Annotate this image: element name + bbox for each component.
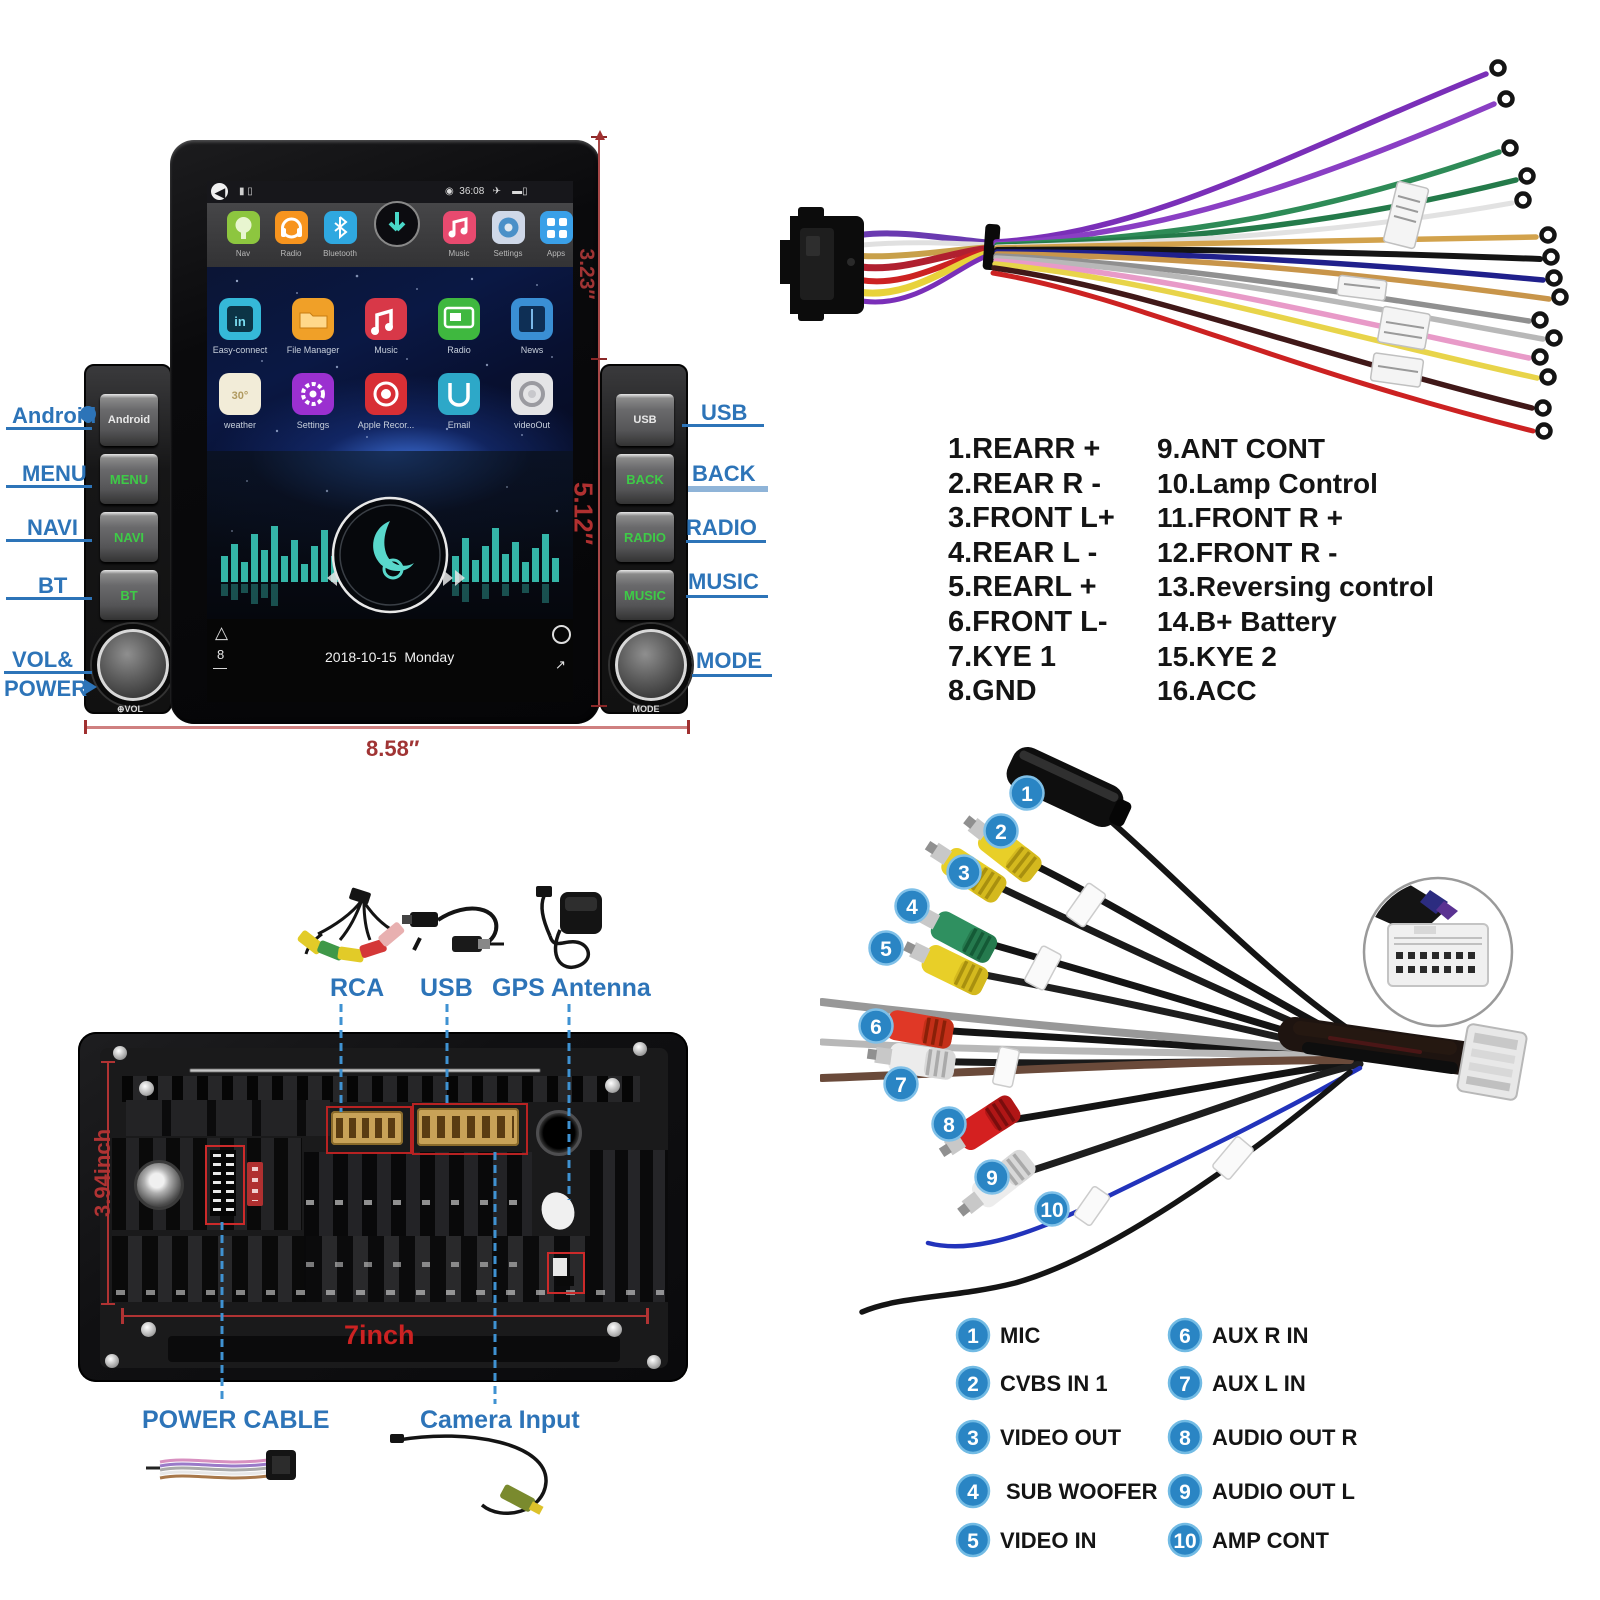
svg-text:News: News <box>521 345 544 355</box>
svg-text:Bluetooth: Bluetooth <box>323 249 357 258</box>
svg-text:9: 9 <box>986 1167 998 1190</box>
svg-text:MIC: MIC <box>1000 1323 1040 1348</box>
svg-text:AMP CONT: AMP CONT <box>1212 1528 1329 1553</box>
svg-text:Easy-connect: Easy-connect <box>213 345 268 355</box>
svg-text:6: 6 <box>870 1016 882 1039</box>
svg-text:SUB WOOFER: SUB WOOFER <box>1006 1479 1158 1504</box>
svg-text:1: 1 <box>967 1325 979 1348</box>
svg-text:7: 7 <box>895 1074 907 1097</box>
svg-text:2: 2 <box>967 1373 979 1396</box>
svg-text:4: 4 <box>906 896 918 919</box>
svg-text:AUX R IN: AUX R IN <box>1212 1323 1309 1348</box>
svg-text:7: 7 <box>1179 1373 1191 1396</box>
svg-text:4: 4 <box>967 1481 979 1504</box>
svg-text:File Manager: File Manager <box>287 345 340 355</box>
svg-text:30°: 30° <box>232 390 249 402</box>
svg-text:Settings: Settings <box>297 420 330 430</box>
svg-text:in: in <box>234 314 246 329</box>
svg-text:AUDIO OUT R: AUDIO OUT R <box>1212 1425 1358 1450</box>
svg-text:CVBS IN 1: CVBS IN 1 <box>1000 1371 1108 1396</box>
svg-text:Radio: Radio <box>447 345 471 355</box>
svg-text:9: 9 <box>1179 1481 1191 1504</box>
svg-text:Radio: Radio <box>281 249 302 258</box>
svg-text:6: 6 <box>1179 1325 1191 1348</box>
svg-text:3: 3 <box>958 862 970 885</box>
svg-text:weather: weather <box>223 420 256 430</box>
svg-text:AUDIO OUT L: AUDIO OUT L <box>1212 1479 1355 1504</box>
svg-text:8: 8 <box>1179 1427 1191 1450</box>
svg-text:10: 10 <box>1040 1199 1063 1222</box>
svg-text:AUX L IN: AUX L IN <box>1212 1371 1306 1396</box>
svg-text:5: 5 <box>880 938 892 961</box>
svg-text:2: 2 <box>995 821 1007 844</box>
svg-text:8: 8 <box>943 1114 955 1137</box>
svg-text:VIDEO OUT: VIDEO OUT <box>1000 1425 1122 1450</box>
svg-text:3: 3 <box>967 1427 979 1450</box>
svg-text:videoOut: videoOut <box>514 420 551 430</box>
svg-text:Settings: Settings <box>494 249 523 258</box>
svg-text:Music: Music <box>449 249 470 258</box>
svg-text:10: 10 <box>1173 1530 1196 1553</box>
svg-text:Apple Recor...: Apple Recor... <box>358 420 415 430</box>
svg-text:1: 1 <box>1021 783 1033 806</box>
svg-text:VIDEO IN: VIDEO IN <box>1000 1528 1097 1553</box>
svg-text:Apps: Apps <box>547 249 565 258</box>
svg-text:Nav: Nav <box>236 249 250 258</box>
svg-text:5: 5 <box>967 1530 979 1553</box>
svg-text:Music: Music <box>374 345 398 355</box>
svg-text:Email: Email <box>448 420 471 430</box>
